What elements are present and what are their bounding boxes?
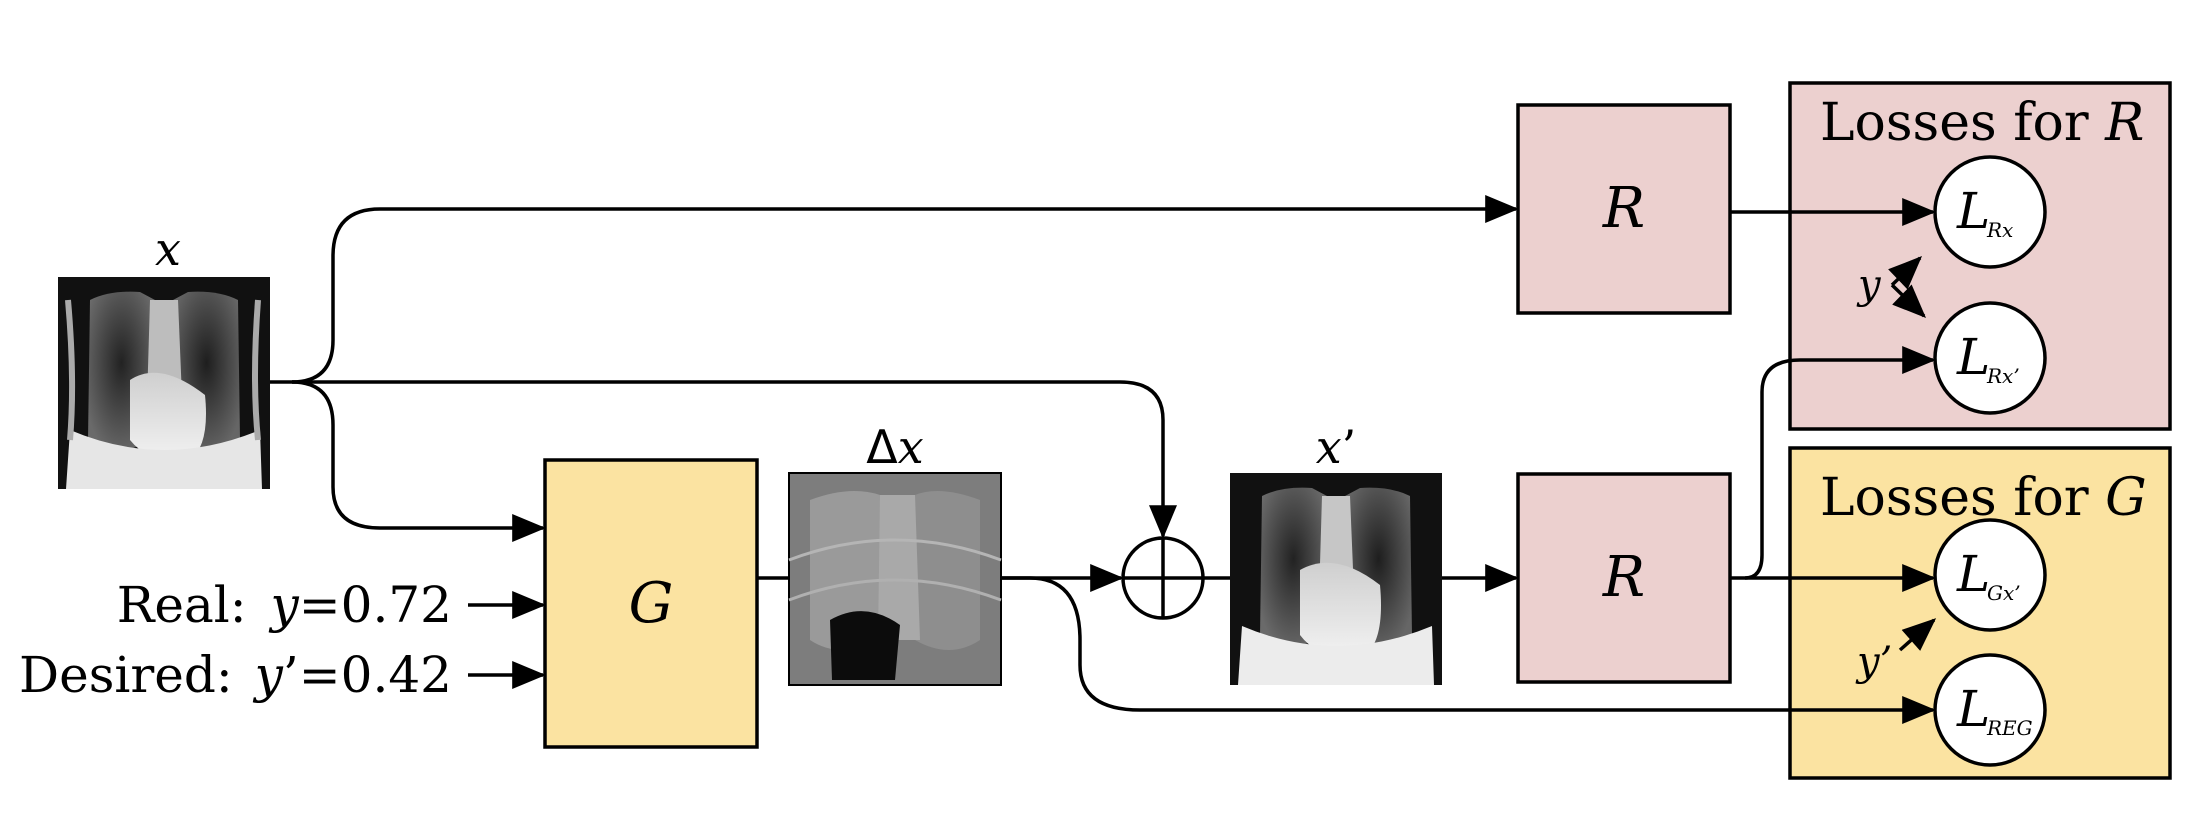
regressor-bottom-block — [1516, 472, 1732, 684]
output-xray-image — [1230, 473, 1442, 685]
generator-block — [543, 458, 759, 749]
loss-node-reg: L REG — [1933, 653, 2047, 767]
generator-label: G — [629, 571, 674, 636]
loss-g-y-label: y’ — [1855, 639, 1892, 685]
input-xray-image — [58, 277, 270, 489]
plus-circle-icon — [1121, 536, 1205, 620]
output-image-label: x’ — [1316, 420, 1357, 474]
input-image-label: x — [155, 222, 181, 276]
regressor-top-block — [1516, 103, 1732, 315]
svg-text:REG: REG — [1986, 716, 2033, 740]
wire-x-to-g — [291, 380, 546, 542]
loss-node-gx-prime: L Gx’ — [1933, 518, 2047, 632]
svg-text:L: L — [1956, 182, 1990, 240]
regressor-bottom-label: R — [1602, 545, 1645, 610]
wire-r-to-lrx-prime — [1744, 346, 1936, 580]
wire-x-to-r — [270, 195, 1519, 384]
losses-g-title: Losses for G — [1820, 468, 2147, 528]
svg-text:Rx: Rx — [1986, 218, 2013, 242]
losses-r-title: Losses for R — [1820, 93, 2144, 153]
svg-text:Rx’: Rx’ — [1986, 364, 2020, 388]
loss-r-y-label: y — [1856, 262, 1882, 308]
svg-text:Gx’: Gx’ — [1987, 581, 2021, 605]
desired-input-label: Desired: y’=0.42 — [19, 646, 452, 704]
wire-x-to-plus — [292, 380, 1177, 539]
loss-node-rx-prime: L Rx’ — [1933, 301, 2047, 415]
svg-text:L: L — [1956, 328, 1990, 386]
loss-node-rx: L Rx — [1933, 155, 2047, 269]
regressor-top-label: R — [1602, 176, 1645, 241]
delta-image-label: Δx — [866, 420, 923, 474]
svg-text:L: L — [1956, 680, 1990, 738]
real-input-label: Real: y=0.72 — [117, 576, 452, 634]
wire-delta-to-reg — [1001, 576, 1936, 724]
delta-image — [788, 472, 1002, 686]
svg-text:L: L — [1956, 545, 1990, 603]
